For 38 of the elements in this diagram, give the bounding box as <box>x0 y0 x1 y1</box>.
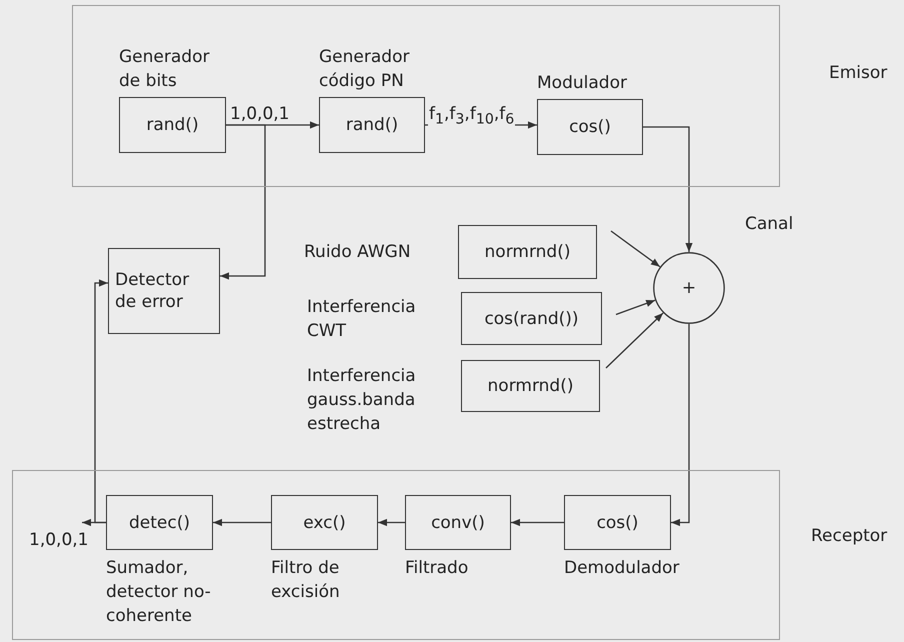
block-caption: Sumador, detector no-coherente <box>106 557 212 628</box>
edge-label: f$_{1}$,f$_{3}$,f$_{10}$,f$_{6}$ <box>428 105 516 128</box>
block-title: Interferencia gauss.banda estrecha <box>307 365 417 436</box>
block-caption: Filtro de excisión <box>271 557 341 604</box>
arrow <box>643 126 693 252</box>
process-box: conv() <box>405 495 511 550</box>
block-title: Interferencia CWT <box>307 296 417 342</box>
arrow <box>610 230 660 268</box>
block-caption: Demodulador <box>564 557 680 580</box>
arrow <box>213 518 271 526</box>
process-box: exc() <box>271 495 378 550</box>
arrow <box>220 124 266 280</box>
process-box: normrnd() <box>458 225 597 279</box>
block-title: Ruido AWGN <box>304 241 412 264</box>
edge-label: 1,0,0,1 <box>28 530 90 548</box>
edge-label: 1,0,0,1 <box>229 105 290 123</box>
panel-label: Emisor <box>829 63 888 83</box>
block-title: Generador código PN <box>319 46 410 93</box>
arrow <box>671 324 690 526</box>
process-box: rand() <box>119 97 226 153</box>
arrow <box>511 518 564 526</box>
panel-label: Receptor <box>811 526 888 546</box>
process-box: cos(rand()) <box>461 292 602 345</box>
plus-sign: + <box>682 278 696 298</box>
block-title: Modulador <box>537 72 628 95</box>
arrow <box>94 279 108 524</box>
process-box: detec() <box>106 495 213 550</box>
block-caption: Filtrado <box>405 557 470 580</box>
arrow <box>378 518 405 526</box>
process-box: rand() <box>319 97 425 153</box>
block-caption: Canal <box>745 214 794 234</box>
arrow <box>616 300 656 316</box>
process-box: normrnd() <box>461 360 600 412</box>
process-box: Detector de error <box>108 248 220 334</box>
process-box: cos() <box>564 495 671 550</box>
block-title: Generador de bits <box>119 46 210 93</box>
arrow <box>606 312 664 368</box>
process-box: cos() <box>537 99 643 155</box>
